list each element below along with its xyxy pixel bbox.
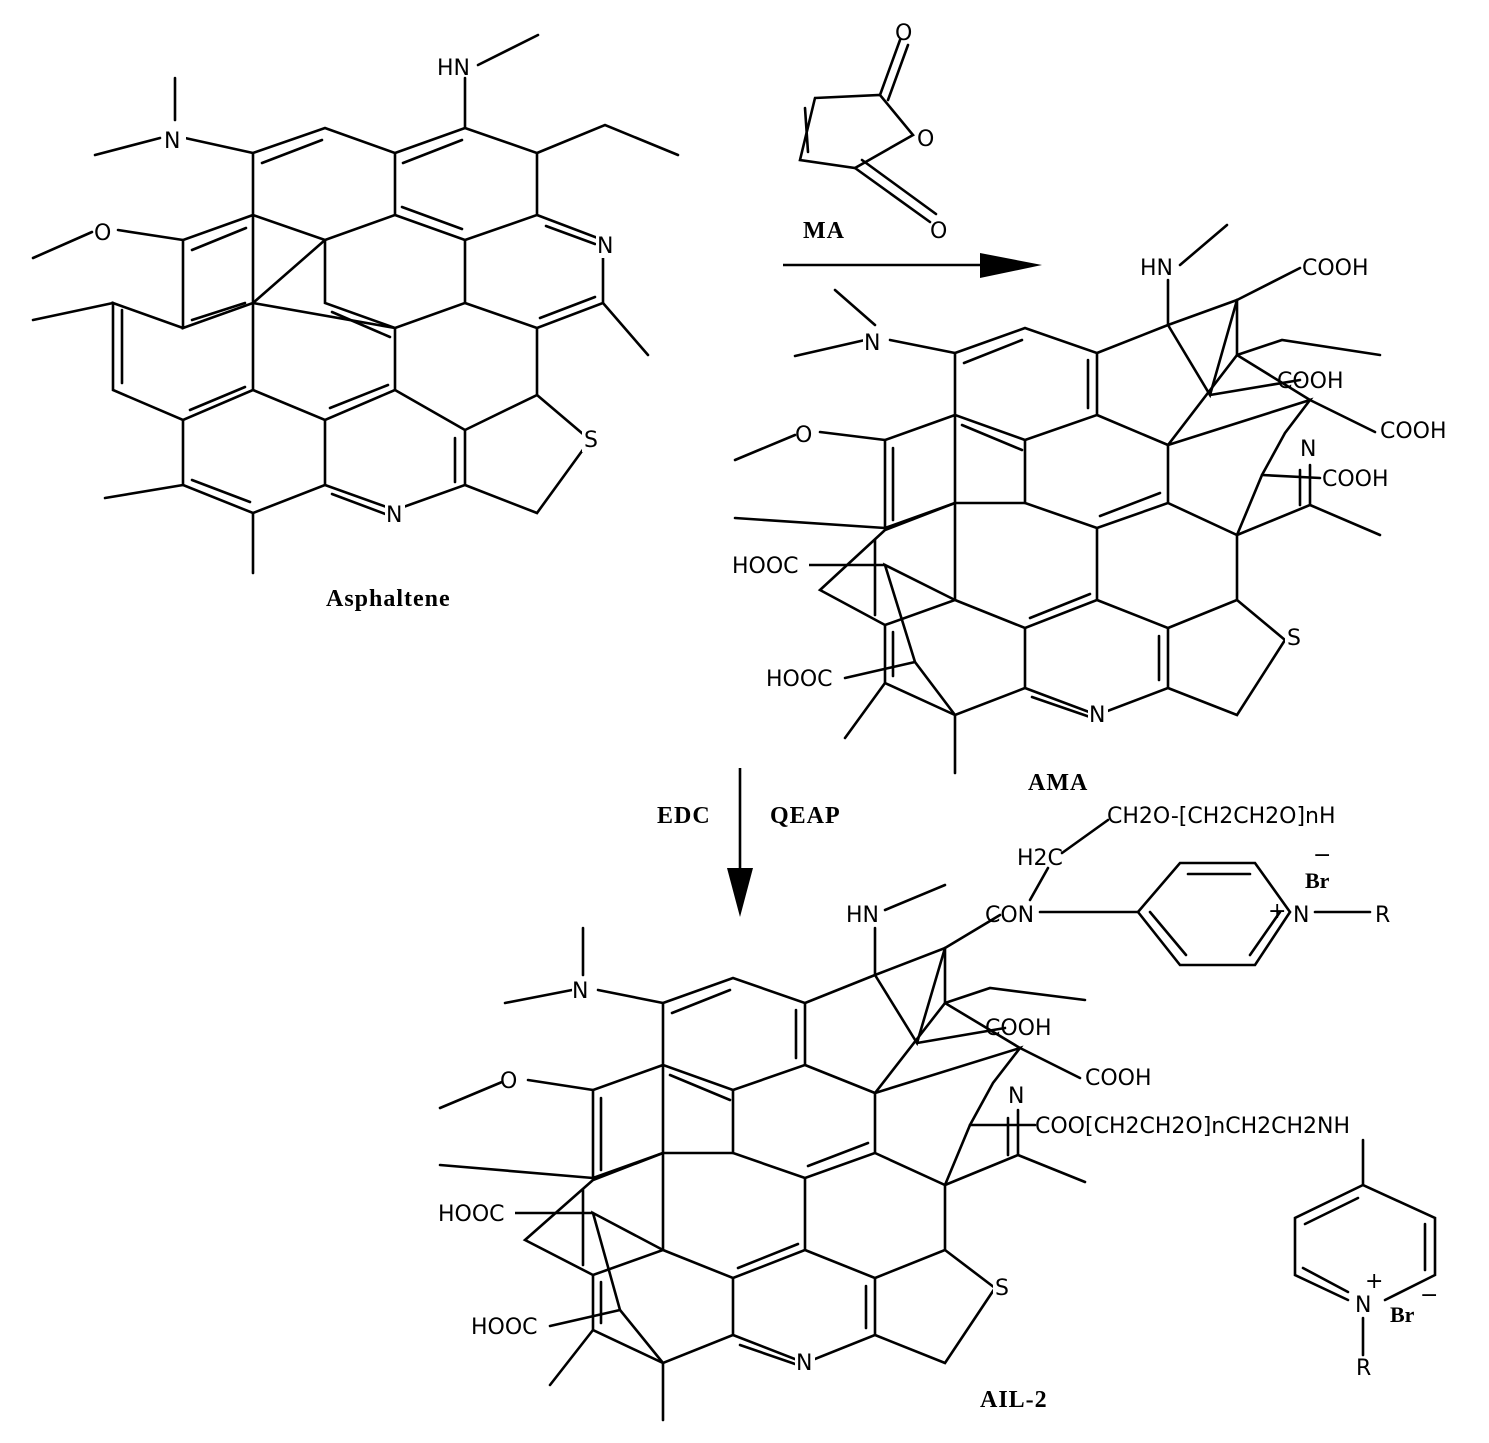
- ail2-cooh-2: COOH: [1085, 1066, 1152, 1091]
- ama-cooh-3: COOH: [1380, 419, 1447, 444]
- asphaltene-label: Asphaltene: [326, 586, 451, 612]
- ail2-r-2: R: [1356, 1356, 1371, 1381]
- ail2-hooc-2: HOOC: [471, 1315, 538, 1340]
- ail2-n-bottom: N: [796, 1351, 812, 1376]
- ama-n-amine: N: [864, 331, 880, 356]
- ail2-plus-1: +: [1268, 899, 1286, 924]
- edc-label: EDC: [657, 803, 711, 829]
- ail2-cooh-1: COOH: [985, 1016, 1052, 1041]
- ail2-n-plus-2: N: [1355, 1293, 1371, 1318]
- ama-cooh-4: COOH: [1322, 467, 1389, 492]
- ail2-ester-chain: COO[CH2CH2O]nCH2CH2NH: [1035, 1114, 1350, 1139]
- ma-o-bottom: O: [930, 219, 947, 244]
- ail2-minus-1: −: [1313, 843, 1331, 868]
- asphaltene-s: S: [584, 428, 598, 453]
- ama-cooh-2: COOH: [1277, 369, 1344, 394]
- ama-cooh-1: COOH: [1302, 256, 1369, 281]
- asphaltene-o: O: [94, 221, 111, 246]
- ail2-con: CON: [985, 903, 1034, 928]
- ail2-n-amine: N: [572, 979, 588, 1004]
- ail2-br-1: Br: [1305, 868, 1330, 893]
- ail2-s: S: [995, 1276, 1009, 1301]
- ail2-r-1: R: [1375, 903, 1390, 928]
- asphaltene-n-amine: N: [164, 129, 180, 154]
- reaction-arrow-1: [783, 253, 1042, 278]
- reaction-arrow-2: EDC QEAP: [657, 768, 841, 917]
- ama-structure: N HN COOH COOH COOH N COOH O HOOC HOOC S…: [731, 223, 1447, 796]
- maleic-anhydride-structure: O O O MA: [798, 21, 947, 244]
- ama-n-ring: N: [1300, 437, 1316, 462]
- ama-hooc-1: HOOC: [732, 554, 799, 579]
- ail2-structure: N HN CON H2C CH2O-[CH2CH2O]nH Br − N + R…: [437, 804, 1438, 1422]
- asphaltene-n-bottom: N: [386, 503, 402, 528]
- ail2-o: O: [500, 1069, 517, 1094]
- qeap-label: QEAP: [770, 803, 841, 829]
- ail2-n-plus-1: N: [1293, 903, 1309, 928]
- ama-hn: HN: [1140, 256, 1173, 281]
- ma-o-top: O: [895, 21, 912, 46]
- ma-o-ring: O: [917, 127, 934, 152]
- ama-s: S: [1287, 626, 1301, 651]
- asphaltene-hn: HN: [437, 56, 470, 81]
- ma-label: MA: [803, 218, 845, 244]
- ail2-minus-2: −: [1420, 1283, 1438, 1308]
- ail2-br-2: Br: [1390, 1302, 1415, 1327]
- ail2-plus-2: +: [1365, 1269, 1383, 1294]
- ama-label: AMA: [1028, 770, 1088, 796]
- ail2-hn: HN: [846, 903, 879, 928]
- ama-hooc-2: HOOC: [766, 667, 833, 692]
- ail2-h2c: H2C: [1017, 846, 1063, 871]
- asphaltene-structure: N HN O N S N Asphaltene: [31, 33, 680, 612]
- ail2-n-ring: N: [1008, 1084, 1024, 1109]
- ail2-hooc-1: HOOC: [438, 1202, 505, 1227]
- ail2-label: AIL-2: [980, 1387, 1048, 1413]
- ama-o: O: [795, 423, 812, 448]
- ail2-peg-chain: CH2O-[CH2CH2O]nH: [1107, 804, 1336, 829]
- ama-n-bottom: N: [1089, 703, 1105, 728]
- asphaltene-n-ring: N: [597, 234, 613, 259]
